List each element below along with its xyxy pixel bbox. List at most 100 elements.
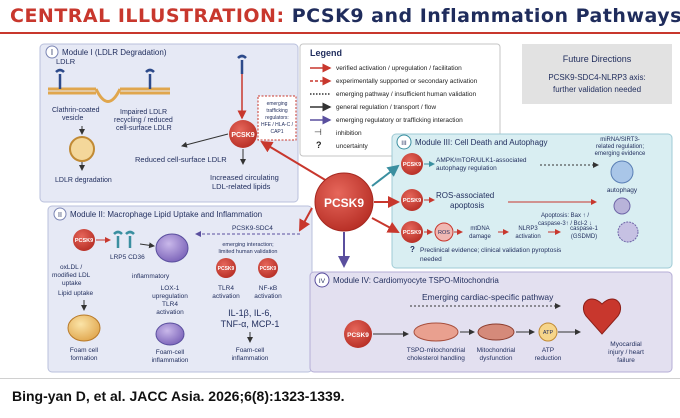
header: CENTRAL ILLUSTRATION: PCSK9 and Inflamma… xyxy=(0,0,680,34)
apoptosis-detail-2: caspase-3↑ / Bcl-2 ↓ xyxy=(538,221,592,227)
nfkb-pcsk9-label: PCSK9 xyxy=(260,266,277,272)
oxldl-label-1: oxLDL / xyxy=(60,264,82,271)
oxldl-label-3: uptake xyxy=(62,280,82,287)
tlr4-label-1: TLR4 xyxy=(218,285,234,292)
module-3-numeral: III xyxy=(401,140,407,147)
mirna-label-3: emerging evidence xyxy=(595,151,646,157)
cytokines-label-1: IL-1β, IL-6, xyxy=(228,308,272,318)
foam-formation-label-2: formation xyxy=(70,355,97,362)
mitochondria-icon xyxy=(413,322,459,342)
impaired-label-2: recycling / reduced xyxy=(114,117,173,124)
module-1-panel: I Module I (LDLR Degradation) LDLR Clath… xyxy=(39,43,299,203)
vesicle-label-2: vesicle xyxy=(62,115,84,122)
central-pcsk9-label: PCSK9 xyxy=(324,196,364,210)
emerging-label-2: limited human validation xyxy=(218,249,277,255)
emerging-label-1: emerging interaction; xyxy=(222,242,274,248)
tlr4-pcsk9-label: PCSK9 xyxy=(218,266,235,272)
legend-item-verified: verified activation / upregulation / fac… xyxy=(336,65,462,72)
central-pcsk9: PCSK9 xyxy=(260,140,400,268)
foam-cell-icon xyxy=(67,314,101,342)
module-3-pcsk9-label-1: PCSK9 xyxy=(403,162,421,168)
module-2-title: Module II: Macrophage Lipid Uptake and I… xyxy=(70,210,262,219)
foam-inflam-2-label-2: inflammation xyxy=(232,355,269,362)
mito-label-1: Mitochondrial xyxy=(477,347,516,354)
injury-label-1: Myocardial xyxy=(610,341,642,348)
legend-item-uncertainty: uncertainty xyxy=(336,143,369,150)
uncertainty-mark: ? xyxy=(410,245,415,254)
apoptotic-cell-icon xyxy=(613,197,631,215)
legend-inhibition-symbol: ⊣ xyxy=(314,127,322,137)
foam-formation-label-1: Foam cell xyxy=(70,347,99,354)
caspase-label-1: caspase-1 xyxy=(570,226,598,232)
foam-inflam-2-label-1: Foam-cell xyxy=(236,347,265,354)
module-2-numeral: II xyxy=(58,212,62,219)
caspase-label-2: (GSDMD) xyxy=(571,234,597,240)
module-3-pcsk9-node-1 xyxy=(401,153,423,175)
mirna-label-1: miRNA/SIRT3- xyxy=(600,137,640,143)
title-main: PCSK9 and Inflammation Pathways xyxy=(291,5,680,27)
ros-label: ROS xyxy=(438,230,450,236)
lox-label-2: upregulation xyxy=(152,293,188,300)
page-title: CENTRAL ILLUSTRATION: PCSK9 and Inflamma… xyxy=(10,5,680,27)
module-1-title: Module I (LDLR Degradation) xyxy=(62,48,167,57)
module-2-pcsk9-node xyxy=(73,229,95,251)
module-1-pcsk9-node xyxy=(229,120,257,148)
citation: Bing-yan D, et al. JACC Asia. 2026;6(8):… xyxy=(12,388,345,404)
trafficking-text-5: CAP1 xyxy=(270,129,283,135)
illustration: I Module I (LDLR Degradation) LDLR Clath… xyxy=(0,34,680,374)
foam-inflam-1-label-1: Foam-cell xyxy=(156,349,185,356)
sdc4-label: PCSK9-SDC4 xyxy=(232,225,273,232)
tspo-label-1: TSPO-mitochondrial xyxy=(407,347,466,354)
module-2-pcsk9-label: PCSK9 xyxy=(75,238,93,244)
vesicle-label-1: Clathrin-coated xyxy=(52,107,100,114)
ros-apoptosis-label-2: apoptosis xyxy=(450,201,484,210)
injury-label-3: failure xyxy=(617,357,635,364)
module-4-panel: IV Module IV: Cardiomyocyte TSPO-Mitocho… xyxy=(309,271,673,373)
receptor-top-icon xyxy=(237,54,247,74)
ros-apoptosis-label-1: ROS-associated xyxy=(436,191,494,200)
legend-item-emerging: emerging pathway / insufficient human va… xyxy=(336,91,476,98)
legend-item-inhibition: inhibition xyxy=(336,130,362,137)
damaged-mitochondria-icon xyxy=(477,323,515,341)
future-line-1: PCSK9-SDC4-NLRP3 axis: xyxy=(548,73,645,82)
trafficking-text-4: HFE / HLA-C / xyxy=(261,122,294,128)
increased-label-2: LDL-related lipids xyxy=(212,182,271,191)
oxldl-label-2: modified LDL xyxy=(52,272,91,279)
legend-item-secondary: experimentally supported or secondary ac… xyxy=(336,78,478,85)
lox-label-3: TLR4 xyxy=(162,301,178,308)
increased-label-1: Increased circulating xyxy=(210,173,279,182)
pyroptotic-cell-icon xyxy=(617,221,639,243)
header-divider xyxy=(0,32,680,34)
reduced-label: Reduced cell-surface LDLR xyxy=(135,155,227,164)
trafficking-box xyxy=(257,95,297,141)
future-title: Future Directions xyxy=(563,54,632,64)
module-4-pcsk9-node xyxy=(344,320,372,348)
impaired-label-1: Impaired LDLR xyxy=(120,109,167,116)
module-3-panel: III Module III: Cell Death and Autophagy… xyxy=(391,133,673,269)
nlrp3-label-1: NLRP3 xyxy=(518,226,538,232)
module-4-pcsk9-label: PCSK9 xyxy=(347,332,369,339)
cytokines-label-2: TNF-α, MCP-1 xyxy=(221,319,280,329)
illustration-svg: I Module I (LDLR Degradation) LDLR Clath… xyxy=(39,43,673,373)
legend: Legend verified activation / upregulatio… xyxy=(299,43,501,157)
tlr4-label-2: activation xyxy=(212,293,240,300)
arrow-center-to-module-1 xyxy=(260,140,333,185)
ldlr-label: LDLR xyxy=(56,57,76,66)
nfkb-pcsk9-node xyxy=(258,258,278,278)
module-3-title: Module III: Cell Death and Autophagy xyxy=(415,138,548,147)
module-3-pcsk9-node-3 xyxy=(401,221,423,243)
ldlr-receptor-icon xyxy=(55,68,155,89)
mito-label-2: dysfunction xyxy=(480,355,513,362)
footer-divider xyxy=(0,378,680,379)
autophagy-icon xyxy=(610,160,634,184)
atp-reduction-label-1: ATP xyxy=(542,347,554,354)
module-2-panel: II Module II: Macrophage Lipid Uptake an… xyxy=(47,205,313,373)
inflamed-foam-cell-icon xyxy=(155,322,185,346)
arrow-center-to-autophagy xyxy=(371,164,400,187)
inflammatory-label: inflammatory xyxy=(132,273,170,280)
lipid-uptake-label: Lipid uptake xyxy=(58,290,93,297)
ampk-label-2: autophagy regulation xyxy=(436,165,497,172)
nlrp3-label-2: activation xyxy=(515,234,540,240)
module-1-pcsk9-label: PCSK9 xyxy=(231,132,254,139)
foam-inflam-1-label-2: inflammation xyxy=(152,357,189,364)
